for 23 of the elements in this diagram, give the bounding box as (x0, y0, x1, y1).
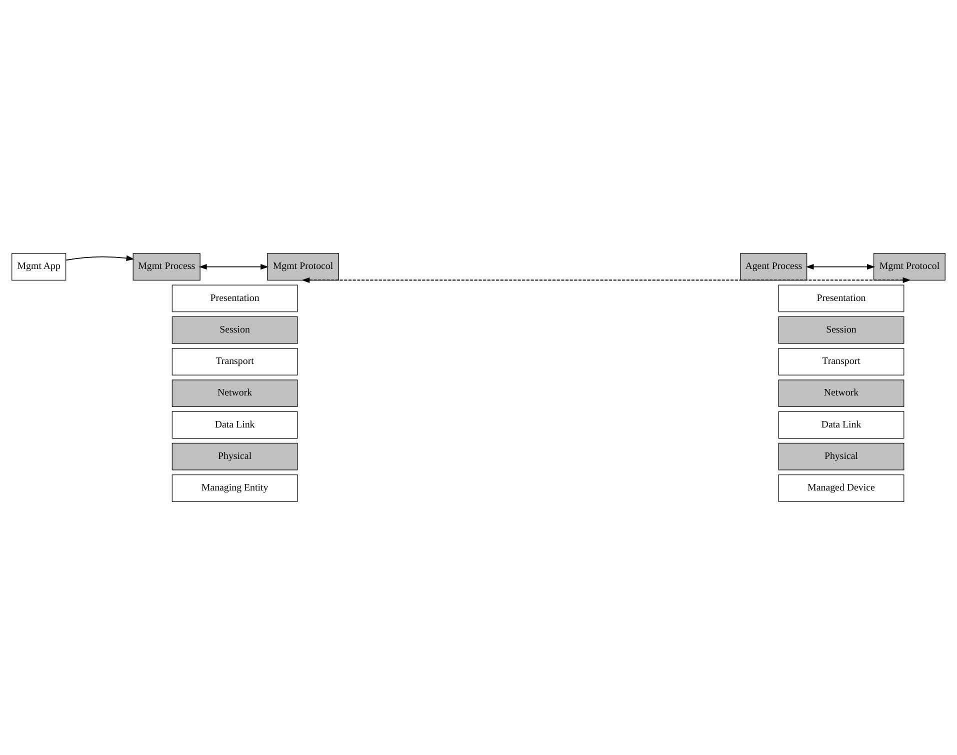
node-box: Physical (172, 442, 298, 470)
node-box: Network (778, 380, 904, 407)
node-box: Managing Entity (172, 474, 298, 502)
node-box: Managed Device (778, 474, 904, 502)
node-box: Presentation (778, 284, 904, 312)
arrow (198, 264, 269, 270)
node-box: Session (778, 316, 904, 344)
node-box: Session (172, 316, 298, 344)
arrow (302, 277, 911, 283)
arrow (806, 264, 876, 270)
node-box: Mgmt Process (132, 253, 200, 280)
node-box: Data Link (778, 411, 904, 439)
node-box: Agent Process (740, 253, 808, 280)
node-box: Physical (778, 442, 904, 470)
node-box: Transport (778, 348, 904, 376)
node-box: Mgmt App (12, 253, 66, 280)
node-box: Mgmt Protocol (267, 253, 339, 280)
node-box: Presentation (172, 284, 298, 312)
node-box: Mgmt Protocol (874, 253, 946, 280)
arrow (66, 255, 134, 261)
node-box: Network (172, 380, 298, 407)
node-box: Data Link (172, 411, 298, 439)
node-box: Transport (172, 348, 298, 376)
